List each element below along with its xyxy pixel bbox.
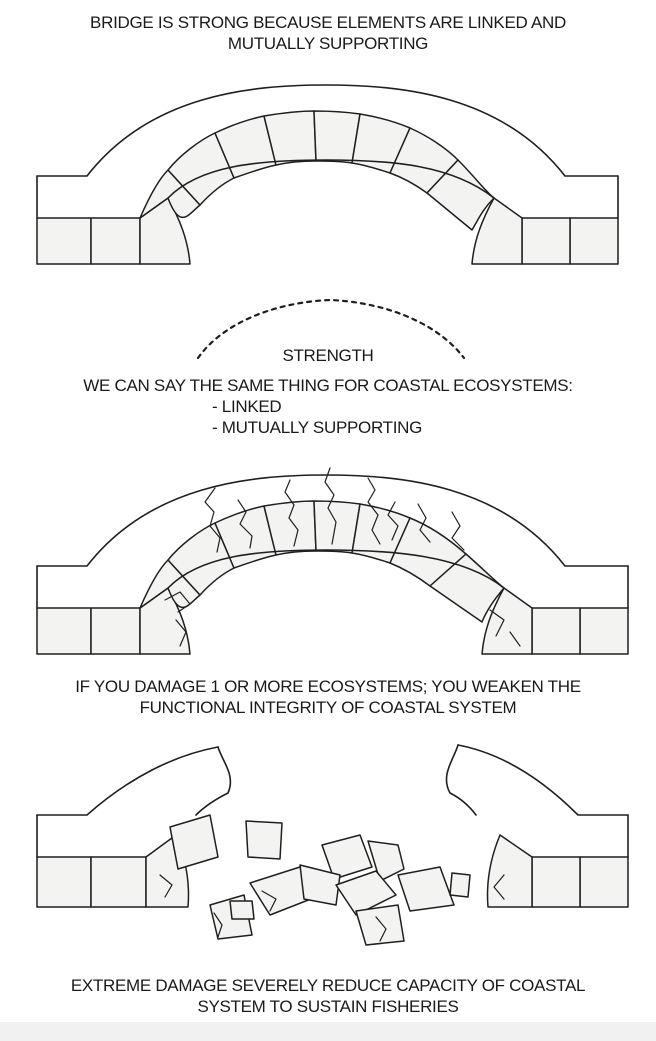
- intact-bridge-illustration: [0, 70, 656, 275]
- list-item-text: - MUTUALLY SUPPORTING: [212, 418, 422, 437]
- caption-extreme-damage: EXTREME DAMAGE SEVERELY REDUCE CAPACITY …: [0, 975, 656, 1017]
- left-abutment: [37, 588, 190, 654]
- right-remnant: [446, 745, 628, 907]
- caption-damage: IF YOU DAMAGE 1 OR MORE ECOSYSTEMS; YOU …: [0, 676, 656, 718]
- caption-line: EXTREME DAMAGE SEVERELY REDUCE CAPACITY …: [0, 975, 656, 996]
- list-item-mutually-supporting: - MUTUALLY SUPPORTING: [212, 417, 422, 438]
- caption-line: IF YOU DAMAGE 1 OR MORE ECOSYSTEMS; YOU …: [0, 676, 656, 697]
- caption-coastal-ecosystems: WE CAN SAY THE SAME THING FOR COASTAL EC…: [0, 375, 656, 396]
- caption-bridge-strong: BRIDGE IS STRONG BECAUSE ELEMENTS ARE LI…: [0, 12, 656, 54]
- collapsed-bridge-illustration: [0, 735, 656, 950]
- cracked-bridge-illustration: [0, 460, 656, 665]
- caption-line: SYSTEM TO SUSTAIN FISHERIES: [0, 996, 656, 1017]
- arch-stones: [140, 111, 494, 230]
- list-item-text: - LINKED: [212, 397, 281, 416]
- caption-line: WE CAN SAY THE SAME THING FOR COASTAL EC…: [0, 375, 656, 396]
- fallen-stones: [170, 815, 470, 945]
- list-item-linked: - LINKED: [212, 396, 281, 417]
- strength-text: STRENGTH: [0, 345, 656, 366]
- caption-line: BRIDGE IS STRONG BECAUSE ELEMENTS ARE LI…: [0, 12, 656, 33]
- left-abutment: [37, 198, 190, 264]
- label-strength: STRENGTH: [0, 345, 656, 366]
- bottom-band: [0, 1022, 656, 1041]
- right-abutment: [472, 198, 618, 264]
- caption-line: FUNCTIONAL INTEGRITY OF COASTAL SYSTEM: [0, 697, 656, 718]
- caption-line: MUTUALLY SUPPORTING: [0, 33, 656, 54]
